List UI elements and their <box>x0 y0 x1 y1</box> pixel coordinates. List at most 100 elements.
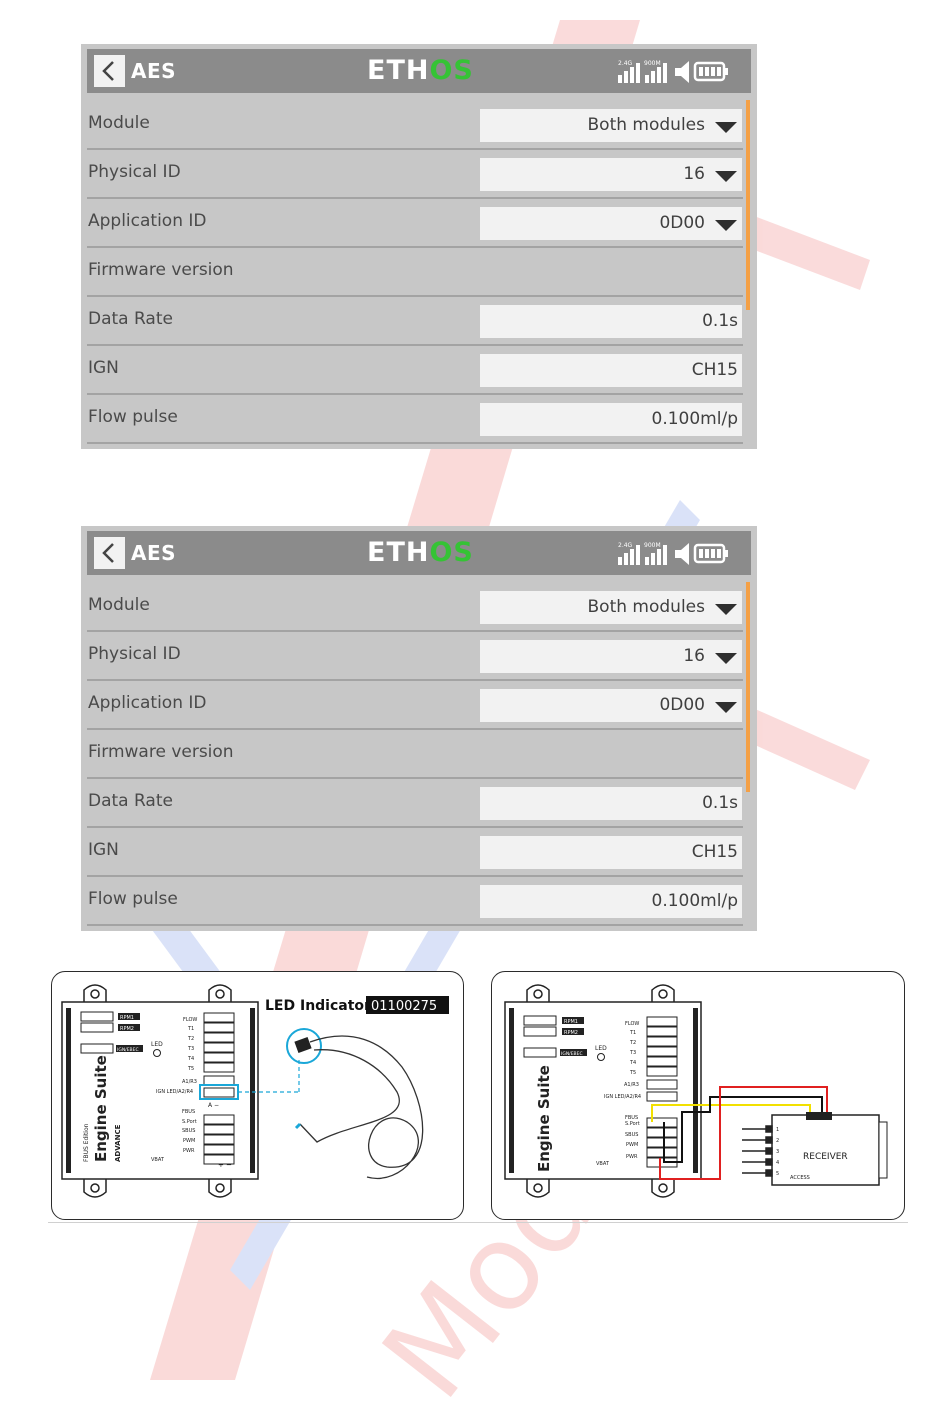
svg-text:T5: T5 <box>629 1070 636 1076</box>
svg-text:4: 4 <box>776 1160 779 1166</box>
svg-text:PWM: PWM <box>626 1142 638 1148</box>
battery-icon <box>693 61 728 82</box>
application-id-select[interactable]: 0D00 <box>480 689 742 722</box>
ign-field[interactable]: CH15 <box>480 354 742 387</box>
svg-text:ADVANCE: ADVANCE <box>114 1124 122 1162</box>
row-label: Physical ID <box>88 162 181 182</box>
svg-text:T2: T2 <box>629 1040 636 1046</box>
svg-text:SBUS: SBUS <box>182 1128 195 1134</box>
row-firmware-version: Firmware version <box>87 729 743 779</box>
svg-text:S.Port: S.Port <box>182 1119 197 1125</box>
svg-text:1: 1 <box>776 1127 779 1133</box>
row-physical-id: Physical ID 16 <box>87 149 743 199</box>
dropdown-arrow-icon <box>715 122 737 133</box>
row-ign: IGN CH15 <box>87 345 743 395</box>
svg-text:RPM1: RPM1 <box>564 1019 578 1025</box>
row-label: Flow pulse <box>88 407 178 427</box>
svg-text:IGN LED/A2/R4: IGN LED/A2/R4 <box>156 1089 193 1095</box>
row-application-id: Application ID 0D00 <box>87 198 743 248</box>
svg-text:IGN LED/A2/R4: IGN LED/A2/R4 <box>604 1094 641 1100</box>
svg-text:Engine Suite: Engine Suite <box>92 1055 110 1162</box>
svg-text:RPM2: RPM2 <box>120 1026 134 1032</box>
scrollbar[interactable] <box>746 582 750 792</box>
page-title: AES <box>131 541 177 565</box>
data-rate-field[interactable]: 0.1s <box>480 787 742 820</box>
svg-text:S.Port: S.Port <box>625 1121 640 1127</box>
ethos-screen-2: AES ETHOS 2.4G 900M Module Both modules … <box>81 526 757 931</box>
flow-pulse-field[interactable]: 0.100ml/p <box>480 885 742 918</box>
header-bar: AES ETHOS 2.4G 900M <box>87 49 751 93</box>
svg-text:FLOW: FLOW <box>183 1017 197 1023</box>
svg-text:FBUS: FBUS <box>182 1109 195 1115</box>
svg-text:900M: 900M <box>644 542 661 549</box>
svg-text:RPM2: RPM2 <box>564 1030 578 1036</box>
row-label: Application ID <box>88 211 207 231</box>
svg-text:VBAT: VBAT <box>151 1157 165 1163</box>
row-flow-pulse: Flow pulse 0.100ml/p <box>87 876 743 926</box>
back-button[interactable] <box>94 55 125 87</box>
svg-text:2.4G: 2.4G <box>618 60 633 67</box>
header-bar: AES ETHOS 2.4G 900M <box>87 531 751 575</box>
svg-text:T4: T4 <box>629 1060 636 1066</box>
module-select[interactable]: Both modules <box>480 591 742 624</box>
battery-icon <box>693 543 728 564</box>
dropdown-arrow-icon <box>715 653 737 664</box>
page-title: AES <box>131 59 177 83</box>
data-rate-field[interactable]: 0.1s <box>480 305 742 338</box>
row-label: Module <box>88 595 150 615</box>
svg-text:Engine Suite: Engine Suite <box>535 1065 553 1172</box>
physical-id-select[interactable]: 16 <box>480 640 742 673</box>
flow-pulse-field[interactable]: 0.100ml/p <box>480 403 742 436</box>
physical-id-select[interactable]: 16 <box>480 158 742 191</box>
chevron-left-icon <box>102 543 114 563</box>
row-data-rate: Data Rate 0.1s <box>87 296 743 346</box>
row-label: IGN <box>88 840 119 860</box>
row-application-id: Application ID 0D00 <box>87 680 743 730</box>
scrollbar[interactable] <box>746 100 750 310</box>
svg-text:5: 5 <box>776 1171 779 1177</box>
dropdown-arrow-icon <box>715 220 737 231</box>
status-icons: 2.4G 900M <box>615 539 747 567</box>
row-flow-pulse: Flow pulse 0.100ml/p <box>87 394 743 444</box>
svg-text:PWR: PWR <box>626 1154 638 1160</box>
svg-text:A1/R3: A1/R3 <box>624 1082 639 1088</box>
svg-text:FBUS: FBUS <box>625 1115 638 1121</box>
row-label: IGN <box>88 358 119 378</box>
volume-icon <box>675 61 689 83</box>
svg-text:PWM: PWM <box>183 1138 195 1144</box>
status-icons: 2.4G 900M <box>615 57 747 85</box>
signal-900m-icon <box>645 545 667 565</box>
ign-field[interactable]: CH15 <box>480 836 742 869</box>
application-id-select[interactable]: 0D00 <box>480 207 742 240</box>
row-label: Module <box>88 113 150 133</box>
svg-text:A1/R3: A1/R3 <box>182 1079 197 1085</box>
ethos-logo: ETHOS <box>367 55 474 86</box>
svg-text:IGN/EBEC: IGN/EBEC <box>117 1047 139 1053</box>
svg-text:T5: T5 <box>187 1066 194 1072</box>
svg-text:T2: T2 <box>187 1036 194 1042</box>
module-select[interactable]: Both modules <box>480 109 742 142</box>
svg-text:PWR: PWR <box>183 1148 195 1154</box>
svg-text:LED: LED <box>151 1041 163 1048</box>
row-module: Module Both modules <box>87 100 743 150</box>
svg-text:ACCESS: ACCESS <box>790 1175 810 1181</box>
row-ign: IGN CH15 <box>87 827 743 877</box>
svg-text:LED: LED <box>595 1045 607 1052</box>
row-label: Physical ID <box>88 644 181 664</box>
svg-text:RECEIVER: RECEIVER <box>803 1152 848 1162</box>
row-physical-id: Physical ID 16 <box>87 631 743 681</box>
svg-text:LED Indicator: LED Indicator <box>265 998 371 1014</box>
row-label: Application ID <box>88 693 207 713</box>
svg-text:RPM1: RPM1 <box>120 1015 134 1021</box>
ethos-logo: ETHOS <box>367 537 474 568</box>
svg-text:T3: T3 <box>629 1050 636 1056</box>
svg-text:IGN/EBEC: IGN/EBEC <box>561 1051 583 1057</box>
svg-text:900M: 900M <box>644 60 661 67</box>
svg-text:T1: T1 <box>629 1030 636 1036</box>
row-label: Data Rate <box>88 309 173 329</box>
dropdown-arrow-icon <box>715 171 737 182</box>
back-button[interactable] <box>94 537 125 569</box>
svg-text:2.4G: 2.4G <box>618 542 633 549</box>
signal-900m-icon <box>645 63 667 83</box>
svg-text:FBUS Edition: FBUS Edition <box>83 1123 90 1162</box>
